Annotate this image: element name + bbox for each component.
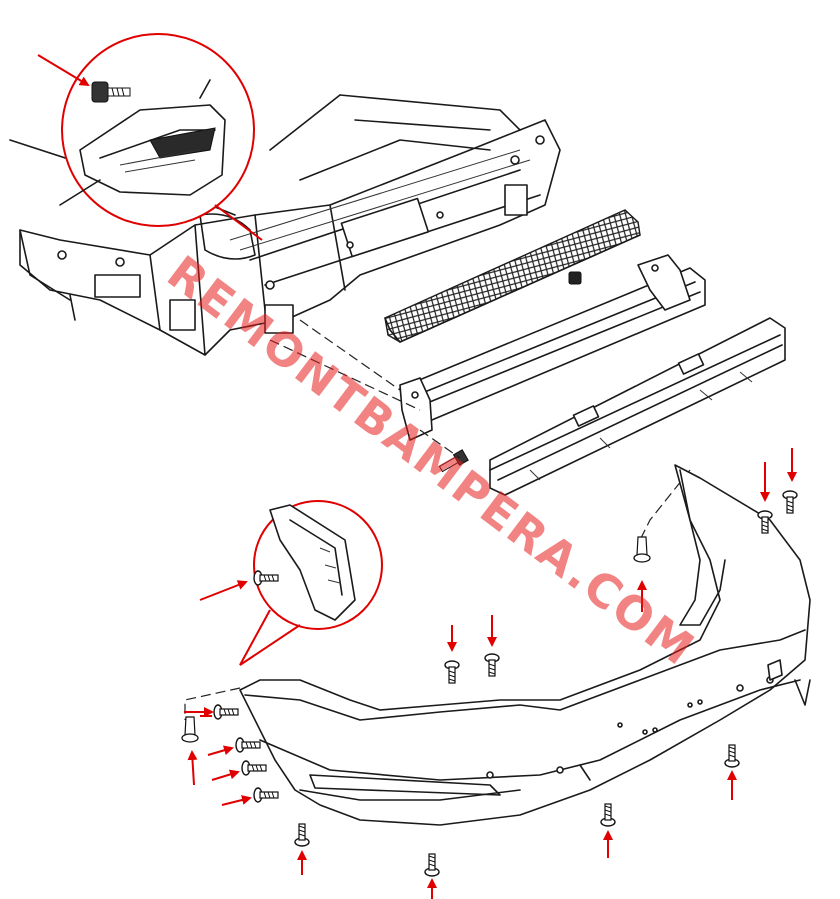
bumper-reinforcement-beam	[399, 254, 706, 473]
red-arrow-icon	[199, 580, 248, 601]
beam-bolt-icon	[438, 449, 469, 473]
assembly-guide-lines	[184, 319, 769, 720]
taillight-nut-icon	[91, 81, 131, 103]
screw-icon	[782, 490, 798, 514]
screw-icon	[253, 787, 279, 803]
side-bracket	[269, 504, 356, 621]
nut-icon	[568, 271, 582, 285]
energy-absorber	[384, 209, 641, 343]
impact-foam	[489, 317, 786, 496]
clip-icon	[633, 536, 651, 563]
red-arrow-icon	[221, 795, 252, 806]
screw-icon	[424, 853, 440, 877]
screw-icon	[241, 760, 267, 776]
screw-icon	[484, 653, 500, 677]
screw-icon	[213, 704, 239, 720]
screw-icon	[600, 803, 616, 827]
pointer-arrows	[37, 54, 797, 899]
screw-icon	[724, 744, 740, 768]
bumper-cover	[239, 464, 811, 826]
clip-icon	[181, 716, 199, 743]
body-rear-panel	[9, 94, 561, 356]
taillight-callout	[59, 33, 263, 241]
red-arrow-icon	[211, 769, 240, 781]
taillight	[79, 104, 226, 196]
red-arrow-icon	[207, 745, 234, 756]
screw-icon	[444, 660, 460, 684]
side-bracket-callout	[239, 500, 383, 666]
screw-icon	[235, 737, 261, 753]
fasteners	[181, 490, 798, 877]
screw-icon	[294, 823, 310, 847]
red-arrow-icon	[187, 750, 198, 786]
red-arrow-icon	[37, 54, 90, 87]
